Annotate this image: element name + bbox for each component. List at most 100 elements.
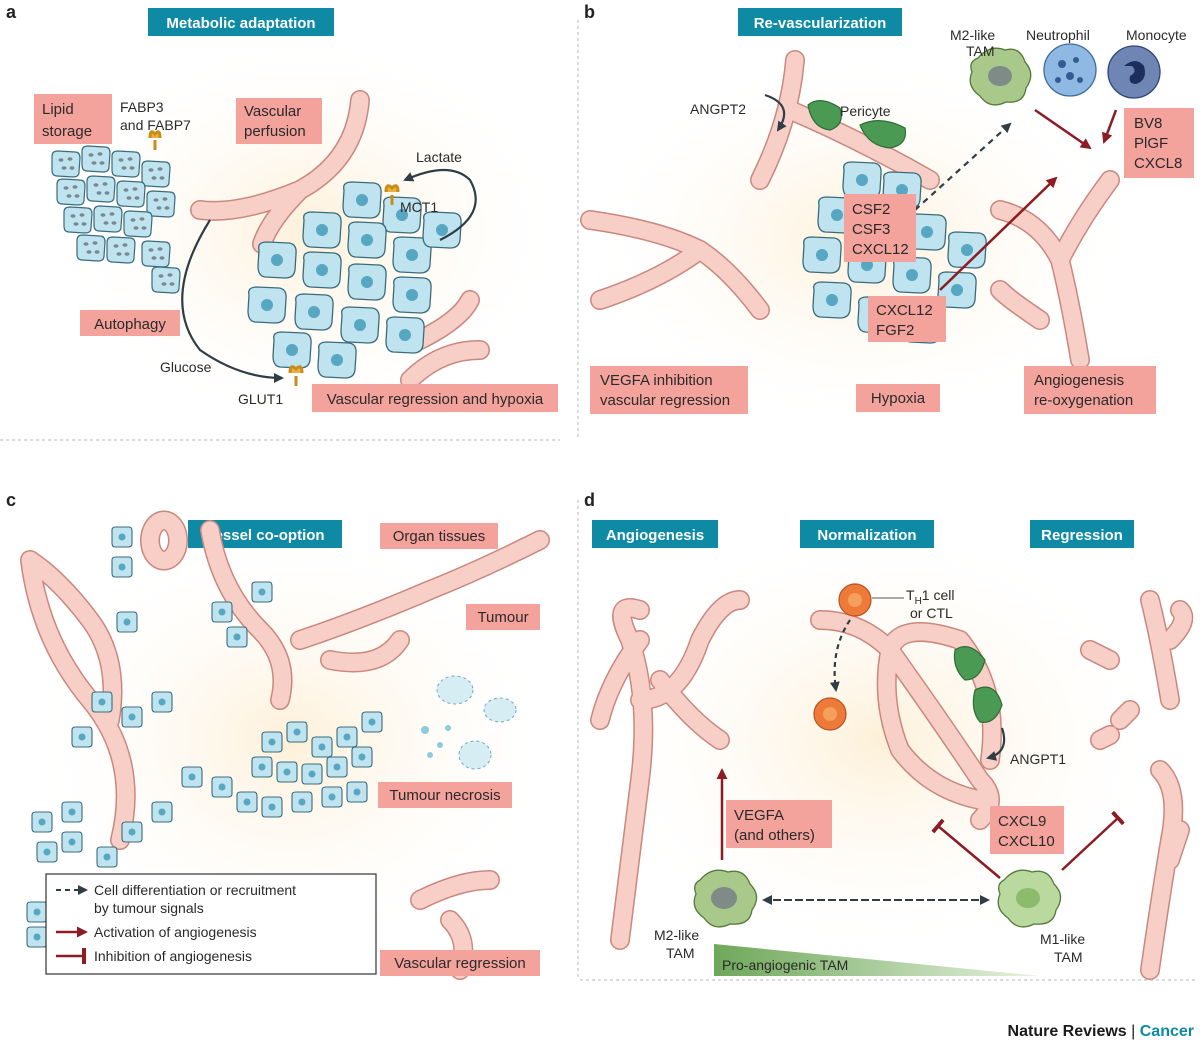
th1-cell-icon — [838, 583, 872, 617]
angiogenesis-reoxygenation-label-box — [1024, 366, 1156, 414]
panel-b-letter: b — [584, 2, 595, 22]
pericytes — [807, 100, 907, 149]
panel-b-title-box — [738, 8, 902, 36]
panel-d-pericytes — [953, 646, 1003, 723]
csf-label-box — [844, 194, 916, 262]
vegfa-label-box — [726, 800, 832, 848]
m2-like-label-line2: TAM — [966, 43, 995, 59]
pro-angiogenic-tam-label: Pro-angiogenic TAM — [722, 957, 848, 973]
cxcl10-label: CXCL10 — [998, 833, 1055, 850]
vegfa-label-line1: VEGFA — [734, 807, 784, 824]
panel-a-letter: a — [6, 2, 17, 22]
vascular-perfusion-label-line1: Vascular — [244, 103, 301, 120]
vegfa-label-line2: (and others) — [734, 827, 815, 844]
fabp-receptor-icon — [148, 130, 162, 150]
m2-like-tam-cell — [969, 47, 1032, 106]
vegfa-inhibition-label-box — [590, 366, 748, 414]
m2-like-d-label-line1: M2-like — [654, 927, 699, 943]
tumour-necrosis-label: Tumour necrosis — [389, 787, 500, 804]
legend-box — [45, 873, 377, 975]
legend-inhibition-label: Inhibition of angiogenesis — [94, 948, 252, 964]
cxcl9-cxcl10-label-box — [990, 806, 1064, 854]
angpt1-label: ANGPT1 — [1010, 751, 1066, 767]
panel-d-normalization-title-box — [800, 520, 934, 548]
angpt2-label: ANGPT2 — [690, 101, 746, 117]
lactate-arrow — [403, 169, 477, 241]
th1-migration-dashed-arrow — [829, 619, 851, 692]
th1-label: TH1 cell — [906, 587, 954, 607]
footer-credit: Nature Reviews | Cancer — [1008, 1023, 1194, 1040]
panel-d-angiogenesis-title-box — [592, 520, 718, 548]
panel-c-letter: c — [6, 490, 16, 510]
organ-tissues-label: Organ tissues — [393, 528, 486, 545]
vascular-regression-hypoxia-label-box — [312, 384, 558, 412]
th1-cell-migrated-icon — [813, 697, 847, 731]
monocyte-label: Monocyte — [1126, 27, 1187, 43]
lipid-storage-cluster — [51, 130, 181, 294]
panel-d: d Angiogenesis Normalization Regression — [584, 490, 1194, 980]
legend-activation-label: Activation of angiogenesis — [94, 924, 257, 940]
vegfa-inhibition-label-line2: vascular regression — [600, 392, 730, 409]
vascular-perfusion-label-box — [236, 98, 322, 144]
mct1-transporter-icon — [384, 184, 400, 205]
panel-d-regression-title: Regression — [1041, 527, 1123, 544]
angiogenesis-label-line2: re-oxygenation — [1034, 392, 1133, 409]
panel-a-vessel — [190, 90, 490, 390]
monocyte-activation-arrow — [1102, 109, 1118, 144]
m1-inhibition-normalization — [931, 818, 1001, 879]
csf2-label: CSF2 — [852, 201, 890, 218]
cxcl12-fgf2-label-box — [868, 296, 946, 342]
m2-like-label-line1: M2-like — [950, 27, 995, 43]
fabp-label-line1: FABP3 — [120, 99, 164, 115]
panel-a-title-box — [148, 8, 334, 36]
hypoxia-label: Hypoxia — [871, 390, 926, 407]
panel-d-background-glow — [590, 520, 1170, 960]
mct1-label: MCT1 — [400, 199, 438, 215]
neutrophil-label: Neutrophil — [1026, 27, 1090, 43]
ctl-label: or CTL — [910, 605, 953, 621]
vascular-regression-label: Vascular regression — [394, 955, 525, 972]
hypoxia-label-box — [856, 384, 940, 412]
neutrophil-cell — [1043, 43, 1097, 97]
bv8-label: BV8 — [1134, 115, 1162, 132]
csf3-label: CSF3 — [852, 221, 890, 238]
bv8-label-box — [1124, 108, 1194, 178]
panel-a: a Metabolic adaptation — [6, 2, 570, 430]
vegfa-inhibition-label-line1: VEGFA inhibition — [600, 372, 713, 389]
autophagy-label: Autophagy — [94, 316, 166, 333]
lipid-storage-label-box — [34, 94, 112, 144]
necrotic-cells — [421, 675, 517, 770]
pro-angiogenic-tam-gradient — [714, 944, 1040, 976]
panel-c-title: Vessel co-option — [205, 527, 324, 544]
fabp-label-line2: and FABP7 — [120, 117, 191, 133]
tumour-label: Tumour — [477, 609, 528, 626]
glucose-arrow — [181, 219, 284, 383]
angiogenesis-label-line1: Angiogenesis — [1034, 372, 1124, 389]
angpt2-arrow — [764, 93, 787, 132]
cxcl12-label-a: CXCL12 — [852, 241, 909, 258]
m1-like-label-line2: TAM — [1054, 949, 1083, 965]
tumour-necrosis-label-box — [378, 782, 512, 808]
panel-c: c Vessel co-option — [6, 490, 560, 980]
glut1-transporter-icon — [288, 365, 304, 386]
organ-tissues-label-box — [380, 523, 498, 549]
autophagy-label-box — [80, 310, 180, 336]
panel-frames — [0, 20, 1195, 981]
panel-b-title: Re-vascularization — [754, 15, 887, 32]
m2-like-d-label-line2: TAM — [666, 945, 695, 961]
angpt1-arrow — [986, 727, 1006, 761]
panel-d-vessels — [590, 590, 1194, 980]
m1-inhibition-regression — [1061, 810, 1125, 871]
m1-like-tam-cell — [997, 869, 1062, 928]
panel-b: b Re-vascularization Pericyte ANGPT2 — [580, 2, 1194, 430]
pericyte-label: Pericyte — [840, 103, 891, 119]
legend: Cell differentiation or recruitment by t… — [45, 873, 377, 975]
monocyte-cell — [1107, 45, 1161, 99]
plgf-label: PlGF — [1134, 135, 1168, 152]
panel-b-vessels — [580, 50, 1120, 370]
tumour-label-box — [466, 604, 540, 630]
lipid-storage-label-line1: Lipid — [42, 101, 74, 118]
panel-d-regression-title-box — [1030, 520, 1134, 548]
